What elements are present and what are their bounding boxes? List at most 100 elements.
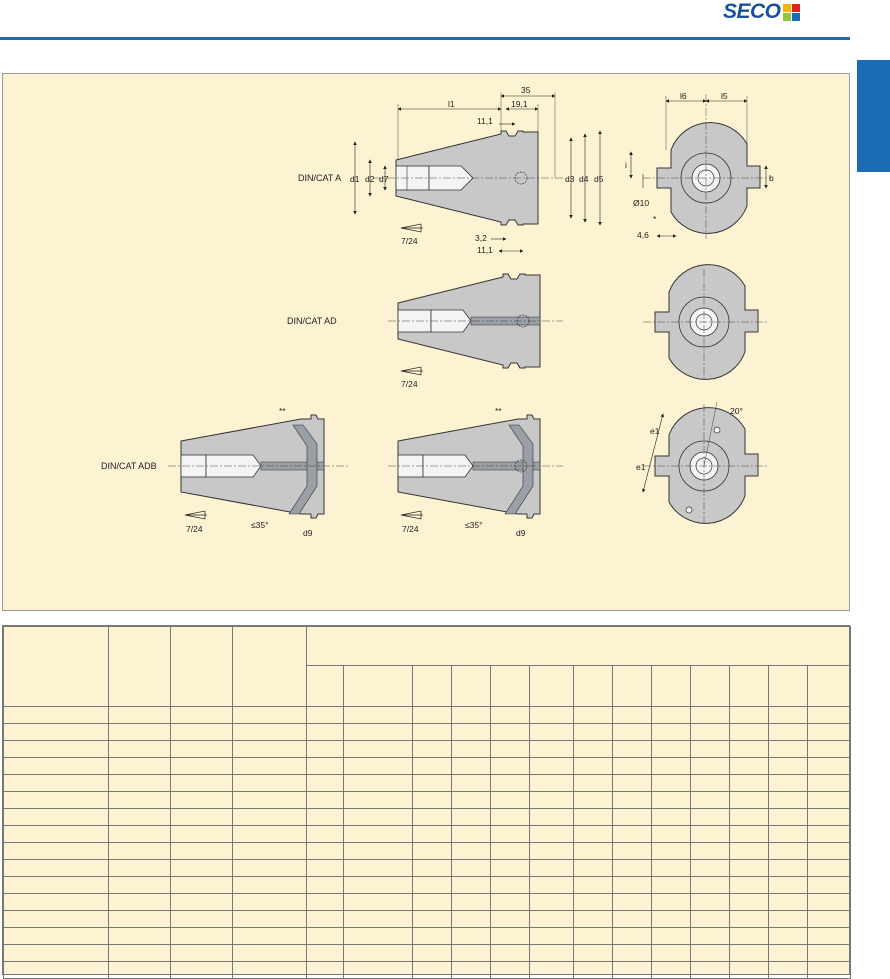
table-cell (343, 893, 413, 911)
table-cell (343, 791, 413, 809)
table-cell (343, 876, 413, 894)
table-cell (306, 808, 344, 826)
dim-d7: d7 (379, 174, 389, 184)
table-subheader-cell (412, 665, 452, 707)
table-cell (806, 893, 852, 911)
table-cell (651, 927, 691, 945)
table-cell (108, 944, 171, 962)
table-row (3, 740, 852, 758)
label-din-cat-adb: DIN/CAT ADB (101, 461, 157, 471)
table-cell (412, 740, 452, 758)
table-cell (729, 842, 769, 860)
table-cell (170, 808, 233, 826)
table-cell (529, 825, 574, 843)
table-cell (412, 927, 452, 945)
table-cell (170, 842, 233, 860)
table-cell (729, 774, 769, 792)
table-cell (529, 876, 574, 894)
table-subheader-cell (690, 665, 730, 707)
table-subheader-cell (490, 665, 530, 707)
table-cell (451, 791, 491, 809)
table-cell (573, 876, 613, 894)
table-subheader-cell (343, 665, 413, 707)
table-cell (529, 740, 574, 758)
table-cell (108, 706, 171, 724)
dim-4-6: 4,6 (637, 230, 649, 240)
table-cell (232, 757, 307, 775)
table-cell (108, 910, 171, 928)
table-row (3, 876, 852, 894)
dim-l1: l1 (448, 99, 455, 109)
table-cell (729, 808, 769, 826)
table-cell (170, 740, 233, 758)
table-cell (232, 723, 307, 741)
table-cell (651, 740, 691, 758)
table-cell (343, 927, 413, 945)
table-cell (306, 944, 344, 962)
table-cell (232, 740, 307, 758)
table-subheader-cell (612, 665, 652, 707)
table-cell (529, 961, 574, 979)
table-cell (573, 808, 613, 826)
table-cell (768, 876, 808, 894)
table-cell (412, 893, 452, 911)
table-cell (451, 842, 491, 860)
table-cell (651, 859, 691, 877)
table-cell (612, 859, 652, 877)
angle-20: 20° (730, 406, 743, 416)
dim-d5: d5 (594, 174, 604, 184)
table-cell (768, 910, 808, 928)
table-cell (690, 740, 730, 758)
table-cell (306, 706, 344, 724)
table-header-cell (305, 626, 852, 666)
drawing-panel: DIN/CAT A l1 35 19,1 11,1 d1 d2 d7 d3 d4… (2, 73, 850, 611)
table-cell (343, 723, 413, 741)
table-cell (170, 893, 233, 911)
table-subheader-cell (768, 665, 808, 707)
label-din-cat-a: DIN/CAT A (298, 173, 341, 183)
table-subheader-cell (573, 665, 613, 707)
table-row (3, 757, 852, 775)
table-cell (729, 706, 769, 724)
dim-e1-top: e1 (650, 426, 660, 436)
table-cell (612, 910, 652, 928)
table-cell (651, 757, 691, 775)
table-cell (451, 893, 491, 911)
table-cell (573, 740, 613, 758)
table-cell (573, 842, 613, 860)
holder-ad-front (643, 264, 768, 380)
table-cell (170, 757, 233, 775)
table-cell (232, 808, 307, 826)
mark-double-star-1: ** (279, 406, 286, 416)
table-cell (232, 893, 307, 911)
table-cell (170, 723, 233, 741)
table-cell (306, 791, 344, 809)
table-cell (306, 757, 344, 775)
table-cell (490, 842, 530, 860)
table-cell (108, 723, 171, 741)
table-cell (529, 842, 574, 860)
table-row (3, 893, 852, 911)
table-cell (651, 791, 691, 809)
dim-11-1-top: 11,1 (477, 116, 493, 126)
table-cell (451, 910, 491, 928)
table-row (3, 927, 852, 945)
table-cell (343, 706, 413, 724)
table-cell (529, 927, 574, 945)
table-subheader-cell (651, 665, 691, 707)
table-cell (651, 723, 691, 741)
table-cell (806, 825, 852, 843)
table-cell (412, 791, 452, 809)
table-cell (490, 927, 530, 945)
table-cell (651, 893, 691, 911)
table-row (3, 706, 852, 724)
data-table (3, 626, 852, 979)
table-cell (806, 808, 852, 826)
dim-l6: l6 (680, 91, 687, 101)
table-cell (490, 808, 530, 826)
table-cell (232, 791, 307, 809)
table-cell (343, 910, 413, 928)
table-cell (612, 825, 652, 843)
table-cell (729, 825, 769, 843)
table-cell (573, 961, 613, 979)
